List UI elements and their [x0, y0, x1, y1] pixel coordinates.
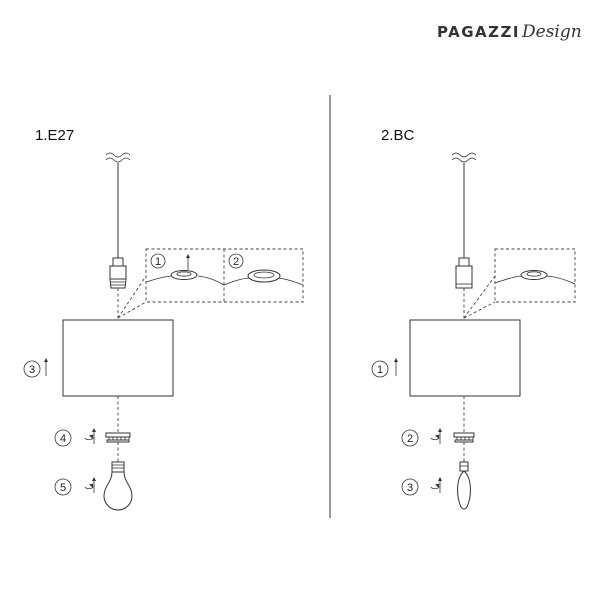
step-number: 2: [407, 433, 413, 445]
section-title: 2.BC: [381, 127, 415, 144]
ceiling-break-icon: [105, 152, 131, 163]
section-title: 1.E27: [35, 127, 74, 144]
ceiling-break-icon: [451, 152, 477, 163]
step-number: 5: [60, 482, 66, 494]
detail-step-number: 1: [155, 256, 161, 268]
detail-step-number: 2: [233, 256, 239, 268]
shade-ring-icon: [105, 432, 131, 443]
candle-bulb-icon: [457, 461, 471, 510]
rotate-arrow-icon: [430, 428, 442, 444]
step-4-marker: 4: [54, 428, 96, 447]
section-bc: 2.BC: [371, 127, 576, 510]
shade-ring-icon: [453, 432, 475, 443]
detail-step-2: 2: [223, 253, 304, 286]
lamp-shade: [62, 319, 174, 397]
lamp-shade: [409, 319, 521, 397]
rotate-arrow-icon: [84, 477, 96, 493]
brand-logo: PAGAZZI Design: [437, 22, 582, 42]
rotate-arrow-icon: [430, 477, 442, 493]
step-number: 3: [29, 364, 35, 376]
detail-step-1: 1: [145, 253, 225, 286]
step-number: 3: [407, 482, 413, 494]
detail-callout: [463, 248, 576, 319]
step-3-marker: 3: [401, 477, 442, 496]
brand-name-script: Design: [521, 22, 582, 42]
detail-callout: 1 2: [117, 248, 304, 319]
step-number: 4: [60, 433, 66, 445]
brand-name-main: PAGAZZI: [437, 23, 520, 41]
step-number: 1: [377, 364, 383, 376]
lamp-holder-icon: [109, 257, 127, 289]
standard-bulb-icon: [103, 461, 133, 511]
rotate-arrow-icon: [84, 428, 96, 444]
step-2-marker: 2: [401, 428, 442, 447]
step-5-marker: 5: [54, 477, 96, 496]
lamp-holder-icon: [455, 257, 473, 289]
step-3-marker: 3: [23, 358, 48, 378]
step-1-marker: 1: [371, 358, 398, 378]
section-e27: 1.E27 1: [23, 127, 304, 511]
